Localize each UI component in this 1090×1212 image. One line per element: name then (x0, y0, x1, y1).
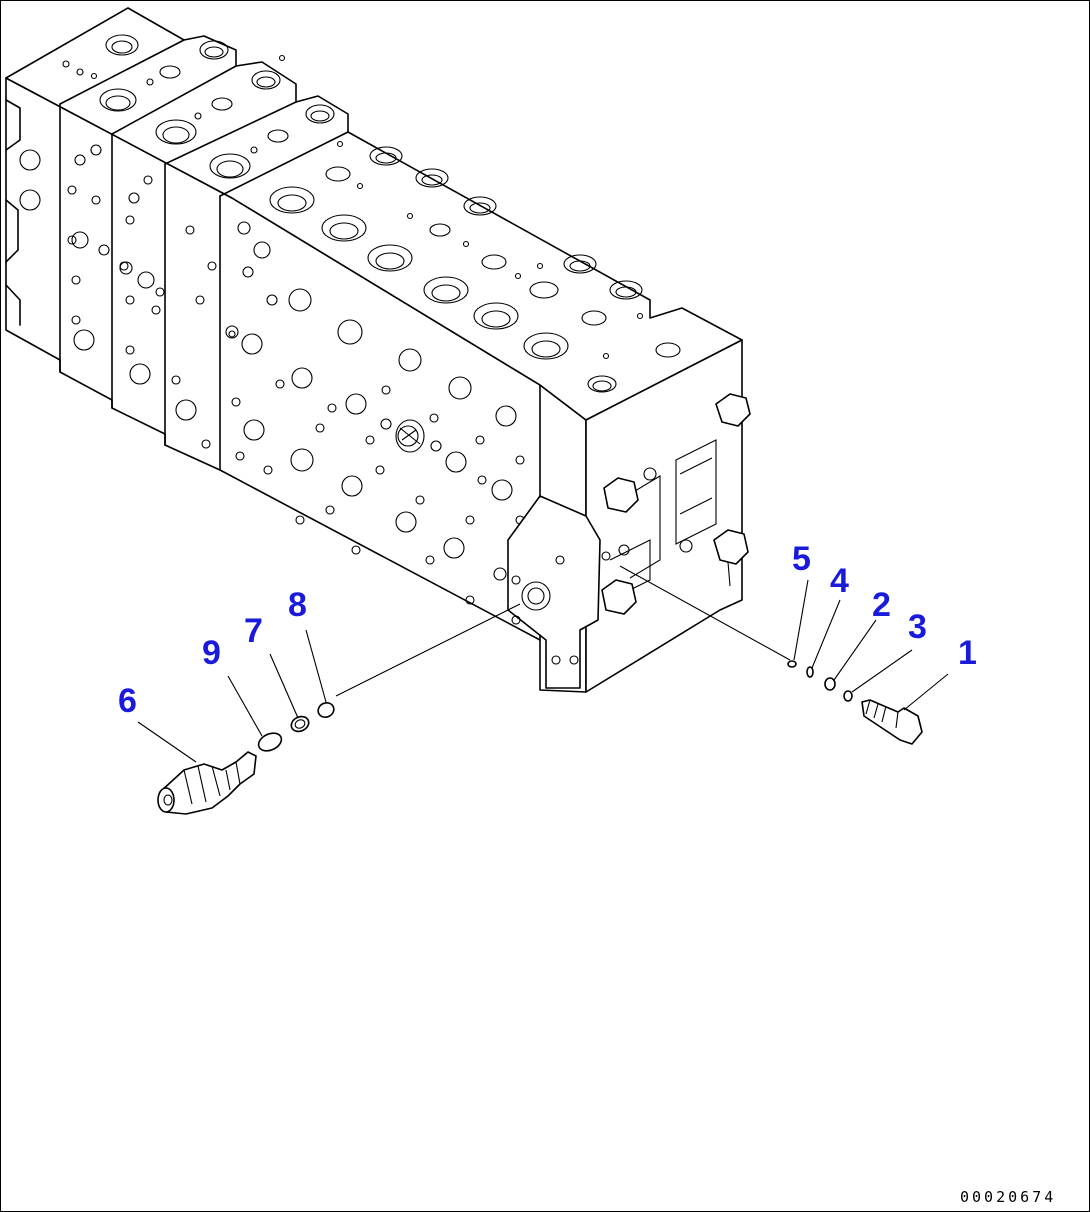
callout-9: 9 (202, 634, 221, 672)
callout-1: 1 (958, 634, 977, 672)
callout-5: 5 (792, 540, 811, 578)
o-ring-9 (257, 732, 283, 752)
callout-6: 6 (118, 682, 137, 720)
front-ports (19, 144, 525, 605)
end-cover-flange (507, 495, 601, 689)
callout-3: 3 (908, 608, 927, 646)
ring-4 (806, 666, 814, 678)
relief-valve-cartridge (157, 751, 257, 815)
callout-2: 2 (872, 586, 891, 624)
drawing-number: 00020674 (960, 1188, 1056, 1206)
callout-labels: 1 2 3 4 5 6 7 8 9 (118, 540, 977, 720)
end-face-details (601, 439, 717, 601)
ring-3 (843, 690, 853, 702)
ring-2 (824, 677, 836, 691)
axis-line-left (335, 603, 521, 697)
ring-5 (787, 660, 797, 668)
backup-ring-7 (290, 715, 310, 733)
axis-line-right (619, 565, 791, 661)
o-ring-8 (317, 702, 335, 718)
spool-port (395, 419, 425, 453)
control-valve-assembly (5, 7, 751, 693)
leader-lines (137, 579, 949, 763)
callout-4: 4 (830, 562, 849, 600)
plug-1 (861, 699, 923, 745)
top-ports (62, 34, 681, 393)
callout-7: 7 (244, 612, 263, 650)
callout-8: 8 (288, 586, 307, 624)
hex-plugs (601, 393, 751, 615)
